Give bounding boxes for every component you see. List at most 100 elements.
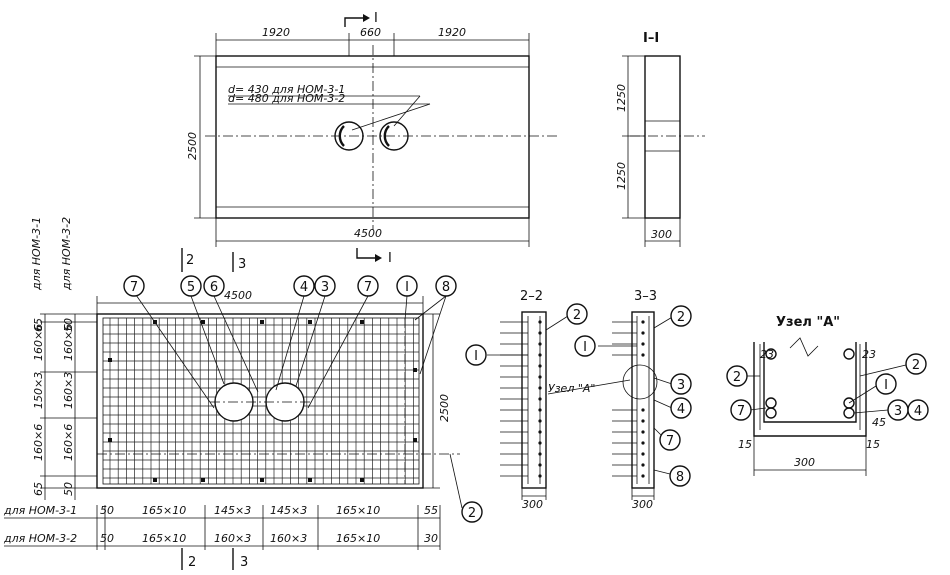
callout-bubble [461,501,483,523]
left-dim-col2: 160×6 [62,324,75,361]
callout-bubble [907,399,929,421]
section-bar-dot [641,419,645,423]
node-A-dim-small: 45 [872,416,886,429]
bottom-dim-row2: 160×3 [270,532,307,545]
section-3-3: 3–3 300 2I 3 4 7 8 [574,289,692,511]
left-dim-col1: 65 [32,482,45,496]
reinf-left-label-1: для НОМ-3-1 [30,217,43,291]
rebar-clamp [153,478,157,482]
rebar-clamp [308,478,312,482]
left-dim-col1: 160×6 [32,324,45,361]
reinf-bottom-dims: 5050165×10165×10145×3160×3145×3160×3165×… [96,504,441,550]
bottom-dim-row1: 55 [424,504,438,517]
section-bar-dot [538,452,542,456]
callout-label: 3 [321,280,329,295]
callout-bubble [123,275,145,297]
bottom-dim-row1: 50 [100,504,114,517]
plan-dim-left: 1920 [262,26,290,39]
section-3-3-dim-width: 300 [632,498,653,511]
callout-bubble [659,429,681,451]
left-dim-col2: 50 [62,482,75,496]
plan-dim-length: 4500 [354,227,382,240]
section-2-2-dim-width: 300 [522,498,543,511]
rebar-clamp [201,478,205,482]
left-dim-col1: 65 [32,318,45,332]
rebar-clamp [108,358,112,362]
callout-label: I [884,378,888,393]
cut-mark-3-bottom: 3 [240,555,248,570]
callout-bubble [726,365,748,387]
callout-bubble [574,335,596,357]
section-bar-dot [641,452,645,456]
node-A-title: Узел "А" [776,315,840,330]
bottom-dim-row1: 165×10 [336,504,380,517]
callout-label: 4 [677,402,685,417]
section-I-dim-width: 300 [651,228,672,241]
callout-bubble [730,399,752,421]
callout-label: 8 [676,470,684,485]
callout-label: 7 [666,434,674,449]
callout-bubble [465,344,487,366]
rebar-clamp [308,320,312,324]
section-bar-dot [538,408,542,412]
section-bar-dot [641,408,645,412]
node-A-dim-left: 23 [760,348,774,361]
section-bar-dot [641,353,645,357]
rebar-clamp [413,438,417,442]
callout-label: 7 [364,280,372,295]
section-bar-dot [538,331,542,335]
plan-section-mark-bottom: I [388,251,392,266]
section-bar-dot [641,331,645,335]
section-3-3-callouts: 2I 3 4 7 8 [574,305,692,487]
callout-label: 3 [677,378,685,393]
callout-label: 2 [733,370,741,385]
plan-view: d= 430 для НОМ-3-1 d= 480 для НОМ-3-2 19… [186,11,560,266]
section-bar-dot [538,474,542,478]
section-3-3-title: 3–3 [634,289,657,304]
section-bar-dot [641,430,645,434]
callout-label: 3 [894,404,902,419]
section-I-I: I–I 1250 1250 300 [615,31,705,247]
left-dim-col2: 160×3 [62,372,75,409]
section-2-2: 2–2 300 Узел "А" 2I [465,289,631,511]
callout-bubble [357,275,379,297]
callout-label: 7 [130,280,138,295]
callout-label: 8 [442,280,450,295]
section-bar-dot [641,441,645,445]
node-A-dim-width: 300 [794,456,815,469]
section-bar-dot [538,463,542,467]
rebar-clamp [201,320,205,324]
section-bar-dot [538,430,542,434]
callout-bubble [180,275,202,297]
callout-label: I [583,340,587,355]
section-bar-dot [538,342,542,346]
callout-label: I [474,349,478,364]
node-A-dim-right: 23 [862,348,876,361]
plan-section-mark-top: I [374,11,378,26]
section-bar-dot [641,474,645,478]
rebar-clamp [260,478,264,482]
section-bar-dot [538,397,542,401]
section-I-dim-top: 1250 [615,84,628,112]
section-2-2-bars [500,320,542,478]
bottom-dim-row2: 50 [100,532,114,545]
callout-label: 2 [912,358,920,373]
callout-label: 4 [914,404,922,419]
section-bar-dot [641,463,645,467]
left-dim-col2: 50 [62,318,75,332]
bottom-dim-row2: 30 [424,532,438,545]
callout-label: 4 [300,280,308,295]
callout-label: 2 [677,310,685,325]
cut-mark-2-top: 2 [186,253,194,268]
callout-bubble [669,465,691,487]
bottom-dim-row1: 145×3 [214,504,251,517]
plan-dim-mid: 660 [360,26,381,39]
section-bar-dot [641,342,645,346]
callout-bubble [435,275,457,297]
reinf-dim-height: 2500 [438,394,451,422]
